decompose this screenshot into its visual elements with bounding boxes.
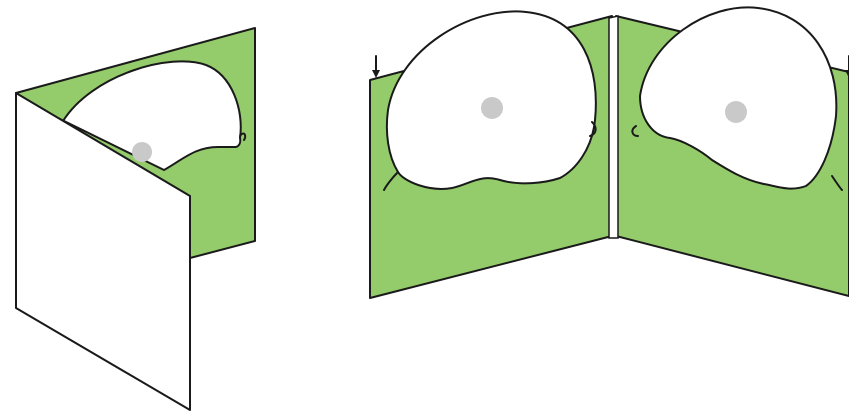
open-spine [608, 15, 619, 239]
left-pocket-curl-right [589, 121, 597, 137]
right-disc-hub [725, 101, 747, 123]
insert-arrow-icon [845, 55, 849, 78]
folded-disc-hub [132, 142, 152, 162]
right-pocket-curl-left [631, 125, 639, 137]
folded-pocket-curl [239, 132, 247, 141]
folded-white-flap [15, 92, 191, 411]
open-sleeve [369, 6, 849, 299]
left-disc-hub [481, 97, 503, 119]
folded-sleeve [15, 27, 256, 411]
left-pocket-curl-left [383, 171, 399, 191]
right-disc [639, 6, 838, 190]
folded-disc [59, 60, 242, 171]
right-pocket-curl-right [831, 175, 843, 191]
insert-arrow-icon [372, 55, 380, 78]
